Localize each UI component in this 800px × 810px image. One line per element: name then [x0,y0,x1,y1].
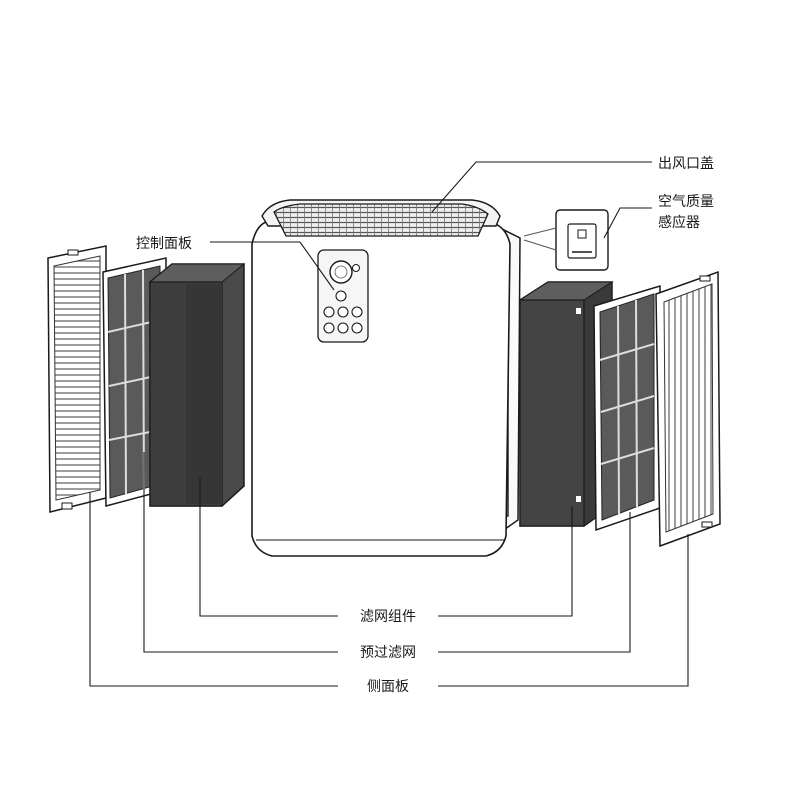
air-outlet-cover [273,203,489,237]
label-air-quality-sensor-line2: 感应器 [658,214,700,231]
label-filter-assembly: 滤网组件 [360,609,416,625]
purifier-body [251,199,521,557]
label-air-outlet-cover: 出风口盖 [658,156,714,172]
control-panel [317,249,369,343]
right-pre-filter [593,284,661,532]
label-control-panel: 控制面板 [136,236,192,252]
leader-lines [89,161,689,687]
left-side-panel [47,245,107,513]
air-quality-sensor [523,209,609,271]
power-button [352,264,360,272]
left-filter-assembly [148,263,246,507]
label-side-panel: 侧面板 [367,679,409,695]
label-pre-filter: 预过滤网 [360,645,416,661]
mode-button [335,290,347,302]
label-air-quality-sensor-line1: 空气质量 [658,194,714,210]
right-side-panel [655,270,721,548]
